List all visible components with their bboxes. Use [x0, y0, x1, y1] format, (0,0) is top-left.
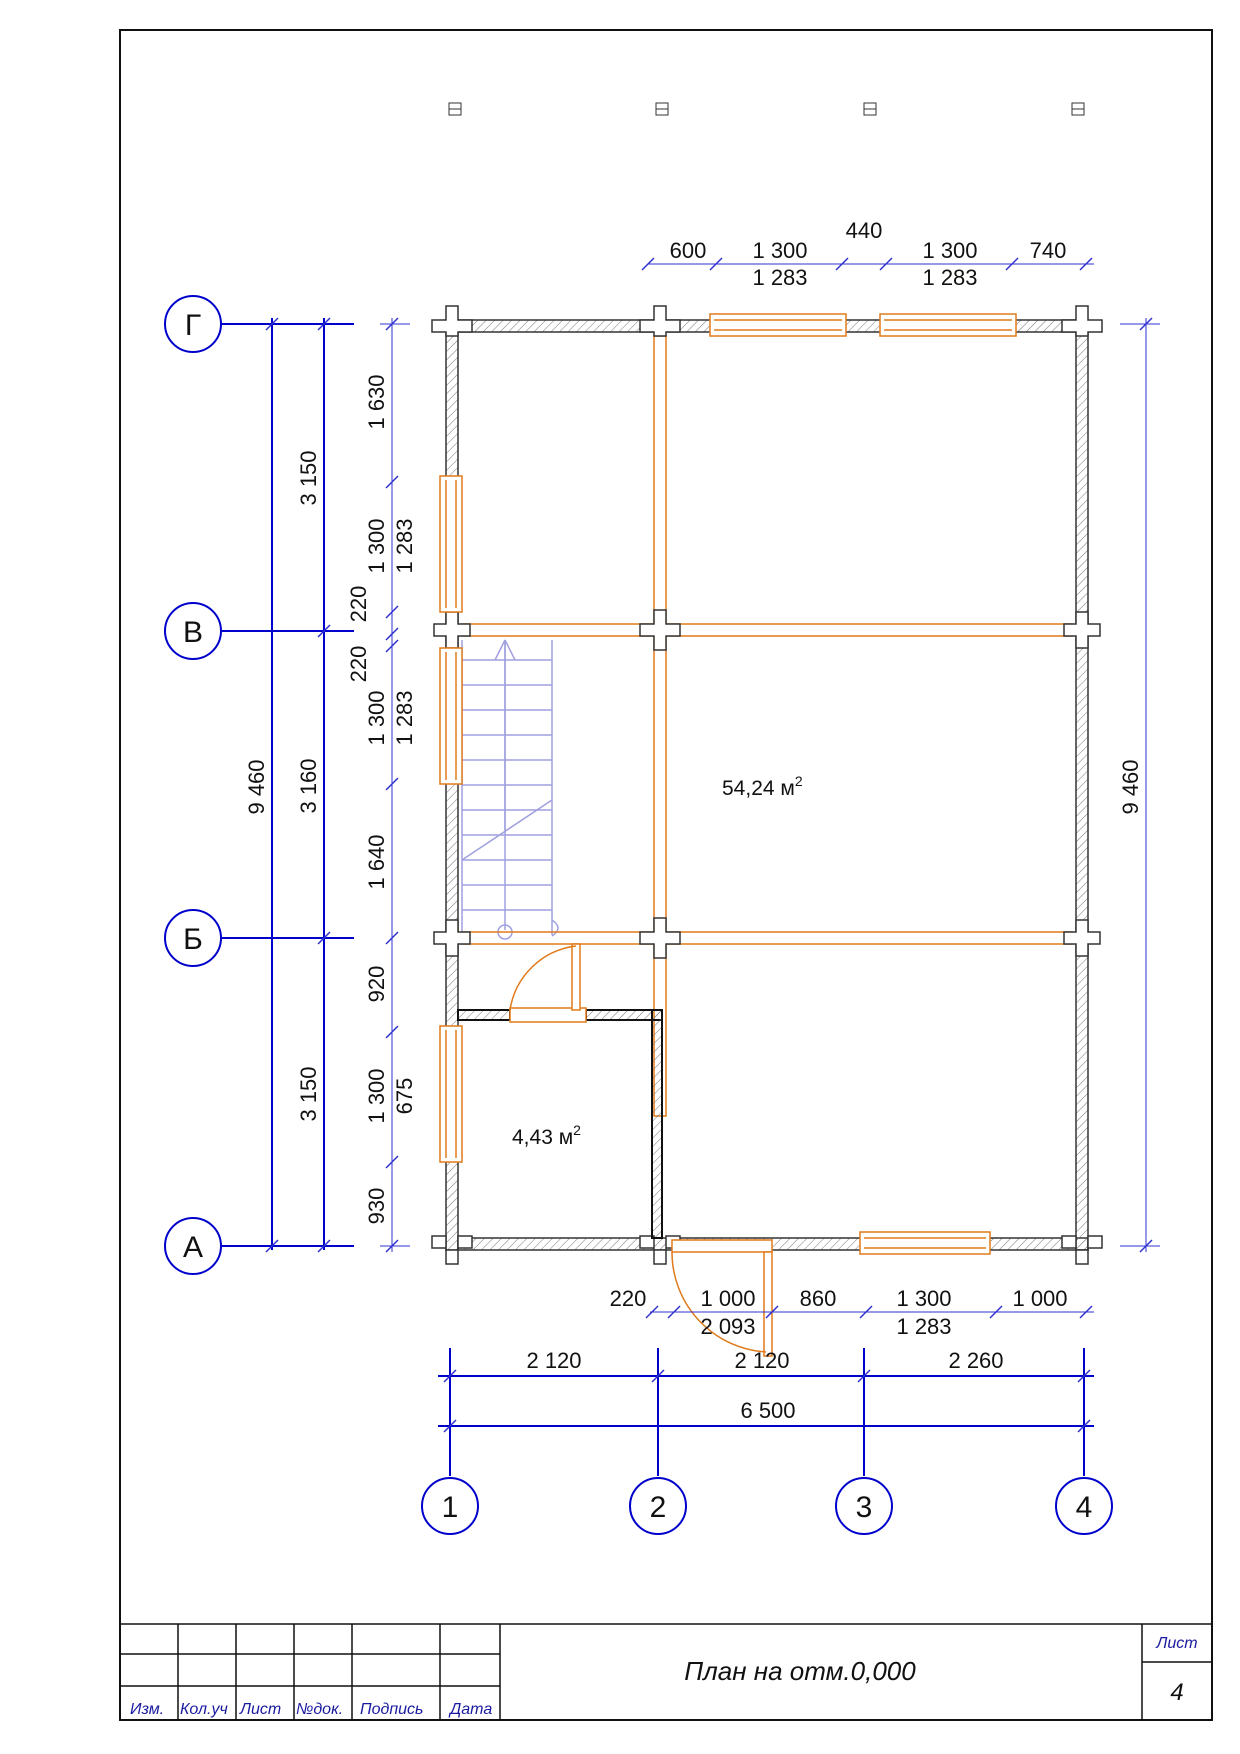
- room-area-big: 54,24 м2: [722, 773, 803, 800]
- dim-top-740: 740: [1030, 238, 1067, 263]
- stamp-col-izm: Изм.: [130, 1701, 164, 1718]
- dim-right-9460: 9 460: [1118, 759, 1143, 814]
- svg-text:54,24 м2: 54,24 м2: [722, 773, 803, 800]
- axis-bubble-v: [164, 602, 222, 660]
- dim-lo-1300-c: 1 300: [364, 1068, 389, 1123]
- room-area-big-sup: 2: [795, 773, 803, 789]
- staircase: [461, 639, 559, 940]
- dim-lo-220-a: 220: [346, 586, 371, 623]
- dim-bot-220: 220: [610, 1286, 647, 1311]
- doors: [509, 943, 773, 1357]
- dim-bot-1000-a: 1 000: [700, 1286, 755, 1311]
- dim-left-3150-a: 3 150: [296, 450, 321, 505]
- dim-axis-6500: 6 500: [740, 1398, 795, 1423]
- bottom-opening-dimensions: 220 1 000 2 093 860 1 300 1 283 1 000: [610, 1286, 1068, 1339]
- window-left-3: [439, 1025, 463, 1163]
- sheet-frame: [119, 29, 1213, 1721]
- dim-top-1300-b: 1 300: [922, 238, 977, 263]
- axis-bubble-1: [421, 1477, 479, 1535]
- svg-text:4,43 м2: 4,43 м2: [512, 1122, 581, 1149]
- dim-bot-1300: 1 300: [896, 1286, 951, 1311]
- stamp-col-kol: Кол.уч: [180, 1701, 228, 1718]
- dim-lo-1300-a: 1 300: [364, 518, 389, 573]
- dim-axis-2260: 2 260: [948, 1348, 1003, 1373]
- axis-lines: [221, 318, 1094, 1476]
- title-block-labels: Изм. Кол.уч Лист №док. Подпись Дата План…: [130, 1635, 1198, 1718]
- bathroom-walls: [457, 1009, 663, 1239]
- room-area-small-sup: 2: [573, 1122, 581, 1138]
- left-opening-dimensions: 1 630 1 300 1 283 220 220 1 300 1 283 1 …: [346, 374, 417, 1224]
- window-left-2: [439, 647, 463, 785]
- axis-labels: Г В Б А 1 2 3 4: [183, 309, 1092, 1524]
- dim-lo-1283-a: 1 283: [392, 518, 417, 573]
- bottom-axis-dimensions: 2 120 2 120 2 260 6 500: [526, 1348, 1003, 1423]
- dim-lo-930: 930: [364, 1188, 389, 1225]
- stamp-col-ndok: №док.: [296, 1701, 343, 1718]
- top-markers: [448, 102, 1085, 116]
- dim-bot-1000-b: 1 000: [1012, 1286, 1067, 1311]
- dim-lo-220-b: 220: [346, 646, 371, 683]
- axis-label-b: Б: [183, 923, 203, 956]
- axis-label-a: А: [183, 1231, 203, 1264]
- dim-bot-1283: 1 283: [896, 1314, 951, 1339]
- dim-top-1283-b: 1 283: [922, 265, 977, 290]
- dim-axis-2120-a: 2 120: [526, 1348, 581, 1373]
- dim-left-3150-b: 3 150: [296, 1066, 321, 1121]
- dim-lo-1640: 1 640: [364, 834, 389, 889]
- dim-top-1283-a: 1 283: [752, 265, 807, 290]
- dim-lo-675: 675: [392, 1078, 417, 1115]
- dim-left-9460: 9 460: [244, 759, 269, 814]
- dim-top-600: 600: [670, 238, 707, 263]
- axis-label-v: В: [183, 616, 203, 649]
- axis-label-2: 2: [650, 1491, 667, 1524]
- stamp-col-podpis: Подпись: [360, 1701, 423, 1718]
- log-junctions: [431, 305, 1103, 1265]
- axis-label-g: Г: [185, 309, 201, 342]
- top-dimensions: 600 1 300 1 283 440 1 300 1 283 740: [670, 218, 1067, 290]
- left-outer-dimensions: 9 460 3 150 3 160 3 150: [244, 450, 321, 1121]
- axis-bubble-2: [629, 1477, 687, 1535]
- dim-axis-2120-b: 2 120: [734, 1348, 789, 1373]
- axis-bubble-4: [1055, 1477, 1113, 1535]
- dim-lo-1283-b: 1 283: [392, 690, 417, 745]
- axis-label-4: 4: [1076, 1491, 1093, 1524]
- stamp-col-data: Дата: [448, 1701, 492, 1718]
- axis-bubble-g: [164, 295, 222, 353]
- dim-top-440: 440: [846, 218, 883, 243]
- axis-bubble-b: [164, 909, 222, 967]
- stamp-sheet-label: Лист: [1155, 1635, 1197, 1652]
- title-block: [120, 1623, 1212, 1720]
- dim-bot-860: 860: [800, 1286, 837, 1311]
- dim-top-1300-a: 1 300: [752, 238, 807, 263]
- dim-lo-1630: 1 630: [364, 374, 389, 429]
- dim-bot-2093: 2 093: [700, 1314, 755, 1339]
- window-left-1: [439, 475, 463, 613]
- axis-bubble-a: [164, 1217, 222, 1275]
- room-area-big-value: 54,24 м: [722, 777, 795, 800]
- stamp-col-list: Лист: [239, 1701, 281, 1718]
- room-area-small-value: 4,43 м: [512, 1126, 573, 1149]
- stamp-sheet-number: 4: [1170, 1679, 1183, 1706]
- dim-lo-920: 920: [364, 966, 389, 1003]
- stamp-title: План на отм.0,000: [684, 1656, 916, 1686]
- windows: [439, 313, 1017, 1255]
- axis-bubbles: [164, 295, 1113, 1535]
- dim-left-3160: 3 160: [296, 758, 321, 813]
- dim-lo-1300-b: 1 300: [364, 690, 389, 745]
- axis-bubble-3: [835, 1477, 893, 1535]
- axis-label-1: 1: [442, 1491, 459, 1524]
- window-top-1: [709, 313, 847, 337]
- window-bottom: [859, 1231, 991, 1255]
- axis-label-3: 3: [856, 1491, 873, 1524]
- room-area-small: 4,43 м2: [512, 1122, 581, 1149]
- window-top-2: [879, 313, 1017, 337]
- dimension-lines: [265, 257, 1160, 1433]
